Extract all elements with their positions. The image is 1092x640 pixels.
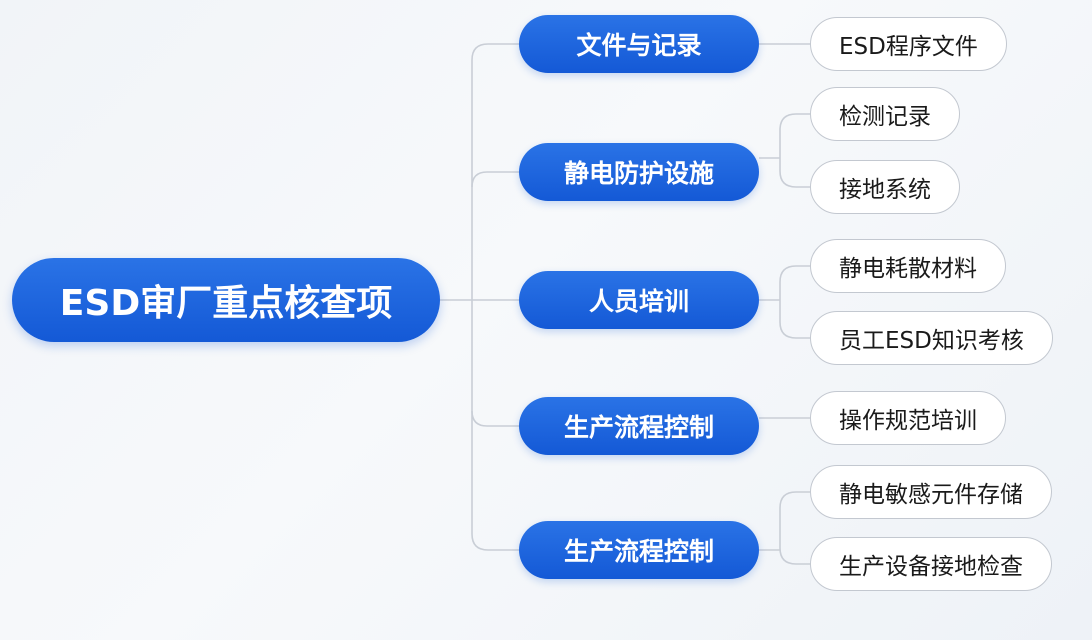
root-node: ESD审厂重点核查项 [12, 258, 440, 342]
leaf-bracket-5 [779, 491, 810, 565]
trunk-line [471, 43, 489, 551]
leaf-node-dissipative-materials: 静电耗散材料 [810, 239, 1006, 293]
leaf-bracket-3 [779, 265, 810, 339]
category-node-5: 生产流程控制 [519, 521, 759, 579]
branch-connector-2 [471, 171, 519, 188]
leaf-node-inspection-records: 检测记录 [810, 87, 960, 141]
branch-connector-4 [471, 410, 519, 427]
leaf-node-sensitive-component-storage: 静电敏感元件存储 [810, 465, 1052, 519]
category-node-3: 人员培训 [519, 271, 759, 329]
category-node-2: 静电防护设施 [519, 143, 759, 201]
category-node-1: 文件与记录 [519, 15, 759, 73]
leaf-node-equipment-grounding-check: 生产设备接地检查 [810, 537, 1052, 591]
leaf-node-operation-training: 操作规范培训 [810, 391, 1006, 445]
leaf-node-grounding-system: 接地系统 [810, 160, 960, 214]
leaf-node-esd-procedure: ESD程序文件 [810, 17, 1007, 71]
category-node-4: 生产流程控制 [519, 397, 759, 455]
leaf-bracket-2 [779, 113, 810, 188]
leaf-node-staff-esd-assessment: 员工ESD知识考核 [810, 311, 1053, 365]
